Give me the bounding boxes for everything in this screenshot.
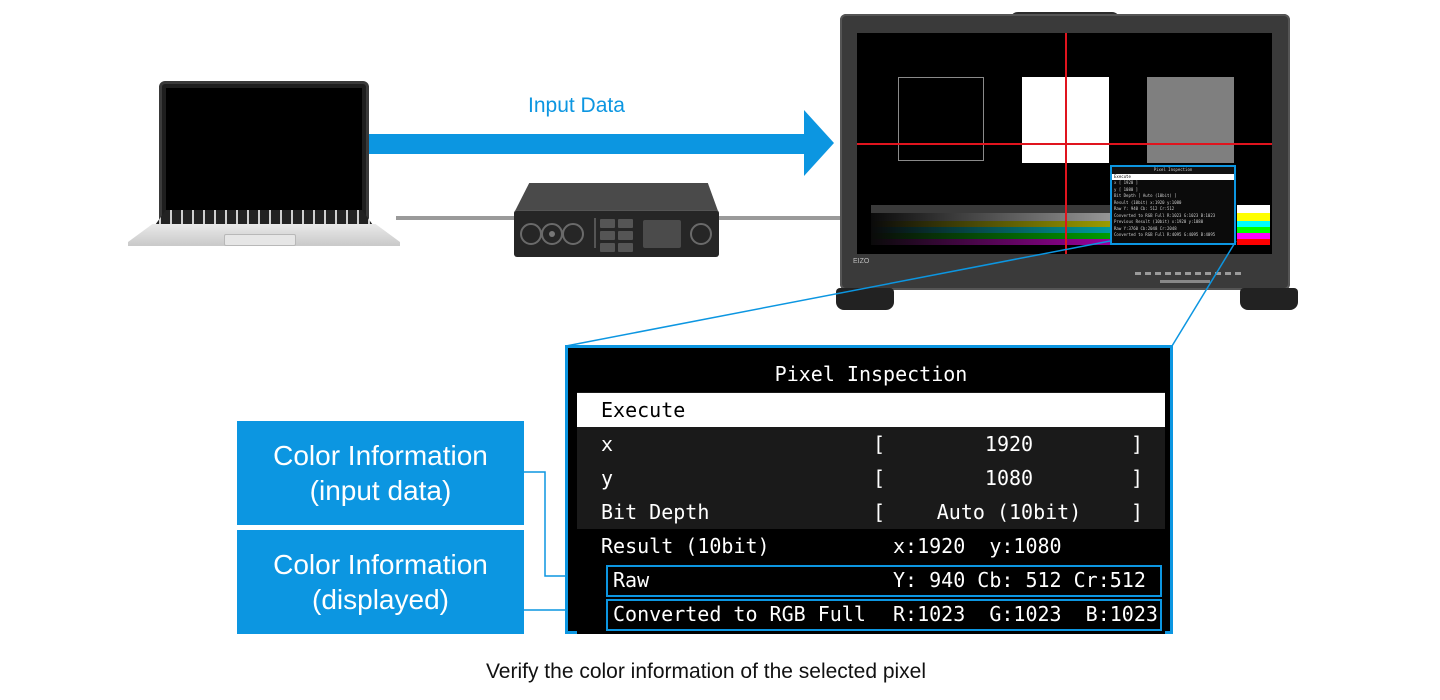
- osd-y-label: y: [601, 466, 614, 490]
- mini-panel-row: Raw Y: 940 Cb: 512 Cr:512: [1114, 206, 1175, 211]
- mini-pixel-inspection-panel: Pixel Inspection Execute x [ 1920 ] y [ …: [1110, 165, 1236, 245]
- osd-converted-label: Converted to RGB Full: [613, 602, 866, 626]
- laptop-screen: [166, 88, 362, 220]
- input-data-label: Input Data: [528, 94, 625, 117]
- monitor-logo: EIZO: [853, 258, 870, 265]
- gray-patch: [1147, 77, 1234, 163]
- osd-raw-values: Y: 940 Cb: 512 Cr:512: [893, 568, 1146, 592]
- outlined-patch: [898, 77, 984, 161]
- monitor-front-buttons: [1135, 272, 1245, 275]
- laptop-touchpad: [224, 234, 296, 246]
- osd-title: Pixel Inspection: [577, 356, 1165, 392]
- monitor-foot-right: [1240, 288, 1298, 310]
- cable-laptop-to-box: [396, 216, 514, 220]
- cable-box-to-monitor: [719, 216, 840, 220]
- info-displayed-line2: (displayed): [312, 584, 449, 615]
- osd-y-value: 1080: [984, 466, 1034, 490]
- input-data-arrow-body: [369, 134, 804, 154]
- osd-result-coords: x:1920 y:1080: [893, 534, 1062, 558]
- osd-x-value: 1920: [984, 432, 1034, 456]
- osd-result-label: Result (10bit): [601, 534, 770, 558]
- crosshair-vertical: [1065, 33, 1067, 254]
- info-displayed-line1: Color Information: [273, 549, 488, 580]
- mini-panel-row: Converted to RGB Full R:4095 G:4095 B:40…: [1114, 232, 1216, 237]
- zoom-line-left: [565, 240, 1111, 347]
- mini-panel-row: Converted to RGB Full R:1023 G:1023 B:10…: [1114, 212, 1216, 218]
- converter-box-top: [515, 183, 718, 211]
- mini-panel-row: Result (10bit) x:1920 y:1080: [1114, 199, 1182, 205]
- info-input-line1: Color Information: [273, 440, 488, 471]
- bracket-open: [: [873, 466, 886, 490]
- converter-divider: [594, 218, 596, 248]
- mini-panel-title: Pixel Inspection: [1112, 167, 1234, 174]
- bracket-close: ]: [1131, 466, 1144, 490]
- converter-jack-dot: [549, 231, 555, 237]
- caption: Verify the color information of the sele…: [485, 660, 927, 683]
- raw-highlight-box: [606, 565, 1162, 597]
- mini-panel-row: Previous Result (10bit) x:1920 y:1080: [1114, 219, 1204, 224]
- osd-bit-depth-label: Bit Depth: [601, 500, 710, 524]
- mini-panel-row: y [ 1080 ]: [1114, 186, 1139, 192]
- bracket-open: [: [873, 432, 886, 456]
- bracket-close: ]: [1131, 432, 1144, 456]
- crosshair-horizontal: [857, 143, 1272, 145]
- zoom-line-right: [1171, 240, 1237, 347]
- osd-execute-item[interactable]: Execute: [577, 393, 1165, 427]
- color-gradient-bars: [871, 205, 1117, 245]
- info-input-line2: (input data): [309, 475, 452, 506]
- mini-panel-row: Bit Depth [ Auto (10bit) ]: [1114, 193, 1177, 198]
- osd-raw-label: Raw: [613, 568, 650, 592]
- info-box-input-data: Color Information (input data): [237, 421, 524, 525]
- osd-row-x[interactable]: x [ 1920 ]: [577, 427, 1165, 461]
- color-bars-end: [1237, 205, 1270, 245]
- mini-panel-execute: Execute: [1112, 173, 1234, 180]
- converter-knob-far-right: [690, 223, 712, 245]
- mini-panel-row: Raw Y:3760 Cb:2048 Cr:2048: [1114, 225, 1177, 231]
- converter-display: [643, 220, 681, 248]
- bracket-close: ]: [1131, 500, 1144, 524]
- osd-result-section: Result (10bit) x:1920 y:1080 Raw Y: 940 …: [577, 529, 1165, 634]
- pixel-inspection-osd: Pixel Inspection Execute x [ 1920 ] y [ …: [565, 345, 1173, 634]
- osd-row-bit-depth[interactable]: Bit Depth [ Auto (10bit) ]: [577, 495, 1165, 529]
- converter-button-grid: [600, 219, 633, 252]
- info-box-displayed: Color Information (displayed): [237, 530, 524, 634]
- bracket-open: [: [873, 500, 886, 524]
- osd-converted-values: R:1023 G:1023 B:1023: [893, 602, 1158, 626]
- converted-highlight-box: [606, 599, 1162, 631]
- osd-bit-depth-value: Auto (10bit): [936, 500, 1082, 524]
- converter-knob-right: [562, 223, 584, 245]
- osd-row-y[interactable]: y [ 1080 ]: [577, 461, 1165, 495]
- monitor-foot-left: [836, 288, 894, 310]
- monitor-front-indicators: [1160, 280, 1210, 283]
- mini-panel-row: x [ 1920 ]: [1114, 180, 1139, 185]
- osd-x-label: x: [601, 432, 614, 456]
